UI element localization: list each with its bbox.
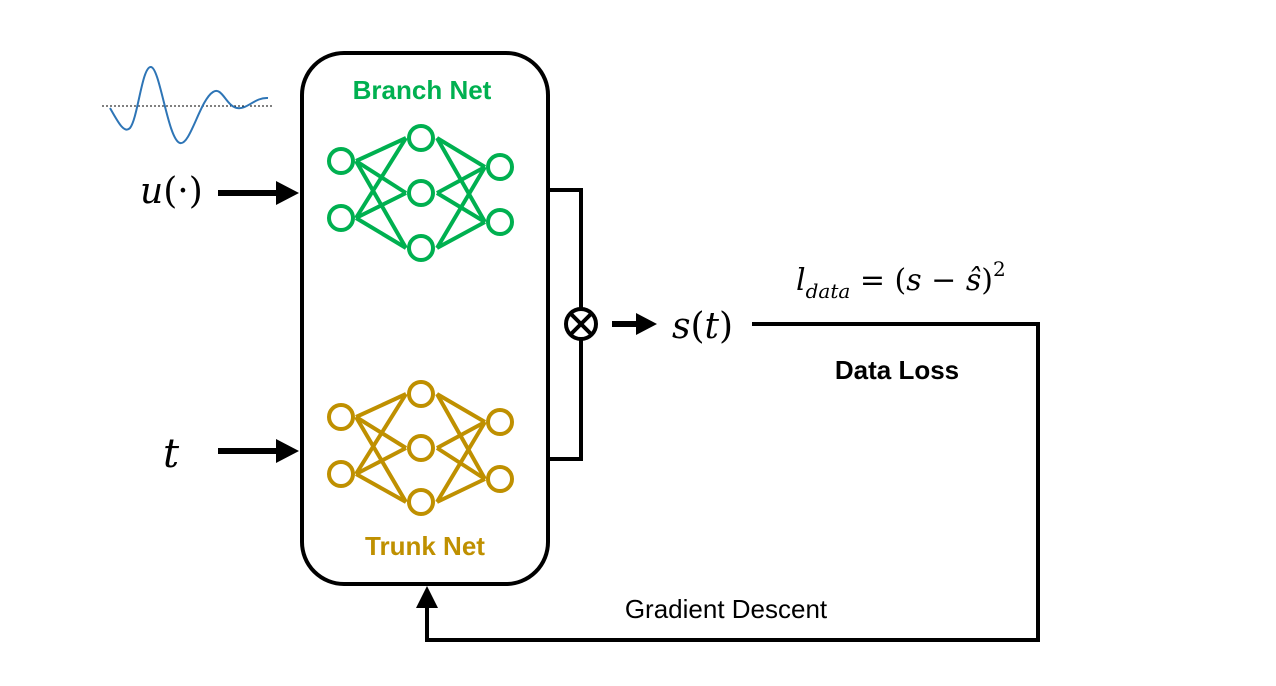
feedback-loop [416,322,1040,642]
deeponet-box [300,51,550,586]
trunk-net-title: Trunk Net [365,531,485,561]
input-time-label: t [163,431,180,477]
input-function-label: u(·) [140,171,203,212]
merge-connector [548,188,583,461]
arrow-u-to-branch [218,181,299,205]
arrow-t-to-trunk [218,439,299,463]
trunk-net-icon [327,380,514,516]
gradient-descent-label: Gradient Descent [625,594,828,624]
branch-net-icon [327,124,514,262]
output-label: s(t) [672,306,733,347]
circled-times-icon [564,307,598,341]
arrow-to-output [612,313,657,335]
data-loss-label: Data Loss [835,355,959,385]
branch-net-title: Branch Net [353,75,492,105]
loss-equation: ldata = (s − ŝ)2 [796,257,1006,303]
input-waveform-icon [102,66,272,144]
